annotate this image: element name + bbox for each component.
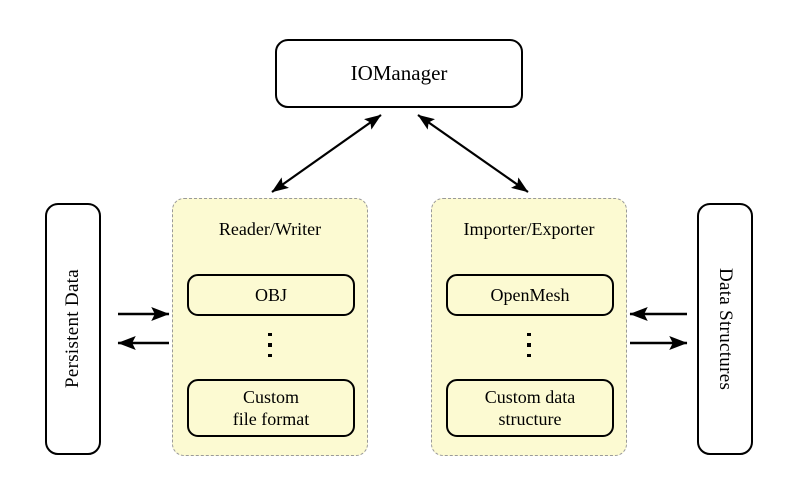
importer-exporter-item-openmesh-label: OpenMesh — [490, 284, 570, 305]
custom-data-structure-line1: Custom data — [484, 386, 576, 407]
iomanager-box: IOManager — [275, 39, 523, 108]
reader-writer-item-custom-file-format-label: Custom file format — [233, 386, 309, 431]
importer-exporter-item-custom-data-structure-label: Custom data structure — [485, 386, 576, 431]
reader-writer-item-obj: OBJ — [187, 274, 355, 316]
reader-writer-item-obj-label: OBJ — [254, 284, 287, 305]
importer-exporter-title: Importer/Exporter — [463, 219, 595, 239]
data-structures-label: Data Structures — [715, 267, 737, 391]
importer-exporter-ellipsis-icon — [432, 333, 626, 358]
reader-writer-ellipsis-icon — [173, 333, 367, 358]
reader-writer-item-custom-file-format: Custom file format — [187, 379, 355, 437]
connector-manager-importer-exporter — [417, 114, 529, 193]
reader-writer-title: Reader/Writer — [218, 219, 322, 239]
importer-exporter-item-custom-data-structure: Custom data structure — [446, 379, 614, 437]
custom-file-format-line1: Custom — [242, 386, 299, 407]
reader-writer-panel: Reader/Writer OBJ Custom file format — [172, 198, 368, 456]
custom-file-format-line2: file format — [232, 409, 310, 429]
connector-manager-reader-writer — [271, 114, 382, 193]
custom-data-structure-line2: structure — [498, 409, 562, 429]
persistent-data-label: Persistent Data — [61, 269, 83, 389]
importer-exporter-panel: Importer/Exporter OpenMesh Custom data s… — [431, 198, 627, 456]
importer-exporter-item-openmesh: OpenMesh — [446, 274, 614, 316]
data-structures-box: Data Structures — [697, 203, 753, 455]
persistent-data-box: Persistent Data — [45, 203, 101, 455]
iomanager-label: IOManager — [350, 61, 448, 86]
